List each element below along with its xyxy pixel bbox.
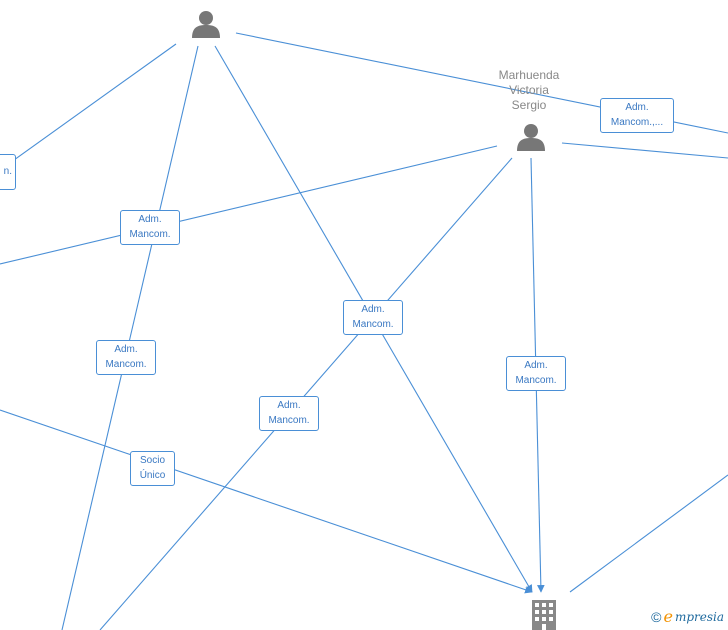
edge-label-line: Mancom. — [268, 415, 310, 426]
edge-label-center-lower[interactable]: Adm. Mancom. — [259, 396, 319, 431]
edge-label-line: Mancom.,... — [610, 117, 664, 128]
edge-label-line: Mancom. — [352, 319, 394, 330]
edge-label-right[interactable]: Adm. Mancom. — [506, 356, 566, 391]
person-icon — [517, 124, 545, 151]
edge-top-to-bottom-left — [61, 45, 199, 630]
edge-marhuenda-to-right — [561, 142, 728, 159]
edge-label-left-cut[interactable]: n. — [0, 154, 16, 190]
edge-label-mid-left[interactable]: Adm. Mancom. — [120, 210, 180, 245]
edge-left-to-company — [0, 409, 533, 594]
edge-label-line: Mancom. — [129, 229, 171, 240]
person-name-marhuenda[interactable]: Marhuenda Victoria Sergio — [480, 68, 578, 113]
edge-label-left-lower[interactable]: Adm. Mancom. — [96, 340, 156, 375]
person-name-line: Marhuenda — [498, 68, 560, 82]
copyright-symbol: © — [651, 608, 662, 625]
edge-marhuenda-to-bottom-left — [99, 157, 513, 630]
edge-label-center[interactable]: Adm. Mancom. — [343, 300, 403, 335]
edge-label-line: Adm. — [114, 344, 138, 355]
edge-label-line: Adm. — [361, 304, 385, 315]
edge-label-line: Mancom. — [515, 375, 557, 386]
edge-top-to-left — [0, 43, 177, 171]
edge-label-line: Adm. — [524, 360, 548, 371]
edge-right-to-company — [569, 474, 728, 593]
person-name-line: Sergio — [511, 98, 547, 112]
edge-label-top-right[interactable]: Adm. Mancom.,... — [600, 98, 674, 133]
edge-label-line: Adm. — [277, 400, 301, 411]
edge-label-line: Único — [139, 470, 166, 481]
edge-label-line: n. — [3, 166, 12, 177]
edge-label-line: Adm. — [138, 214, 162, 225]
edges — [0, 32, 728, 630]
edge-label-line: Socio — [139, 455, 165, 466]
person-name-line: Victoria — [509, 83, 549, 97]
edge-label-line: Mancom. — [105, 359, 147, 370]
brand-logo-e: e — [663, 607, 673, 626]
edge-marhuenda-to-left — [0, 145, 498, 265]
edge-label-socio[interactable]: Socio Único — [130, 451, 175, 486]
edge-label-line: Adm. — [625, 102, 649, 113]
building-icon — [532, 600, 556, 630]
brand-logo-text: mpresia — [674, 609, 724, 624]
person-icon — [192, 11, 220, 38]
